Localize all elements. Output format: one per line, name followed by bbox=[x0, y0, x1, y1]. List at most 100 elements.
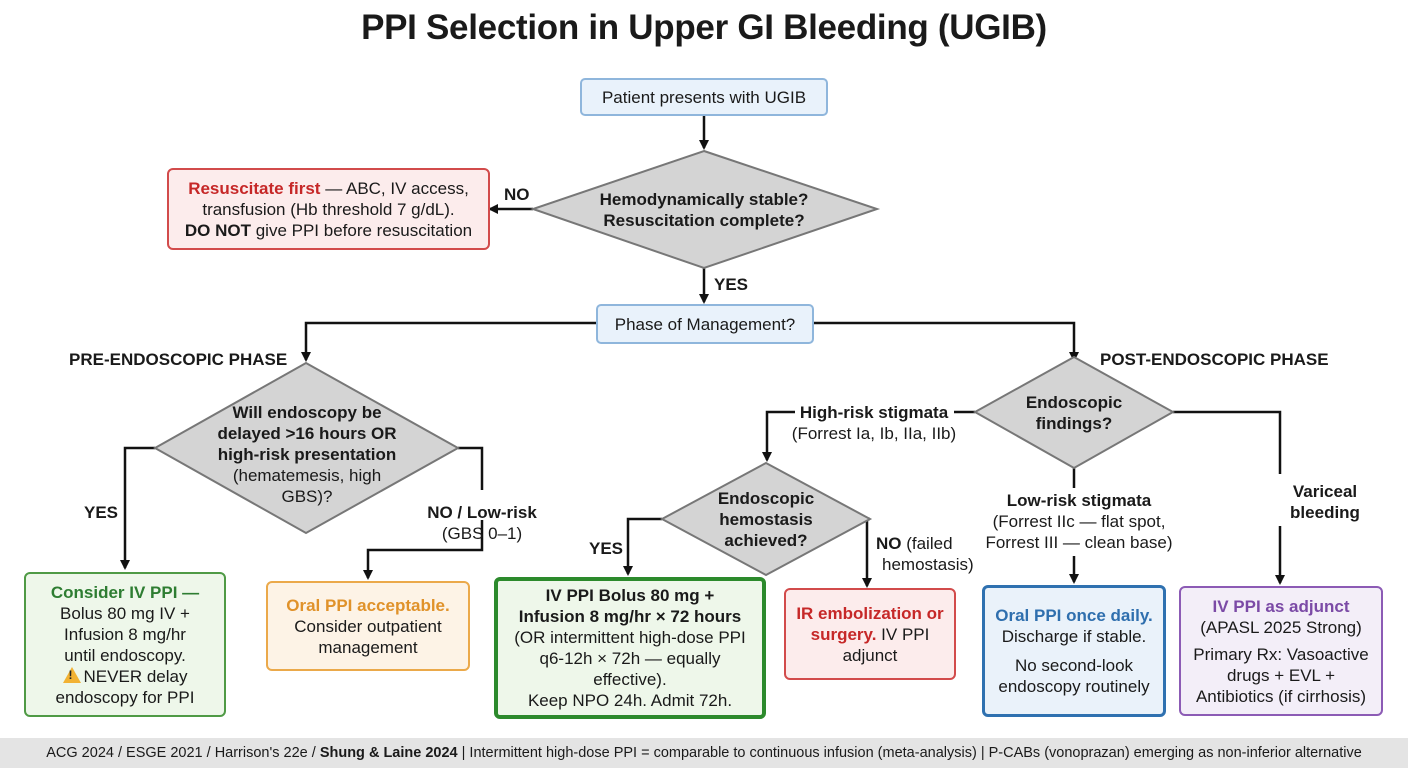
hemostasis-yes-label: YES bbox=[589, 539, 624, 558]
oral-daily-line2: Discharge if stable. bbox=[1001, 627, 1147, 646]
resuscitate-do-not: DO NOT bbox=[184, 220, 251, 240]
variceal-adjunct-box: IV PPI as adjunct (APASL 2025 Strong) Pr… bbox=[1179, 586, 1383, 716]
no-label: NO bbox=[504, 185, 530, 204]
references-footer: ACG 2024 / ESGE 2021 / Harrison's 22e / … bbox=[0, 738, 1408, 768]
resuscitate-line2: transfusion (Hb threshold 7 g/dL). bbox=[202, 199, 455, 219]
variceal-box-line3: Primary Rx: Vasoactive bbox=[1193, 644, 1369, 664]
iv-bolus-line2: Infusion 8 mg/hr × 72 hours bbox=[518, 607, 742, 626]
page-title: PPI Selection in Upper GI Bleeding (UGIB… bbox=[361, 8, 1047, 47]
iv-bolus-line3: (OR intermittent high-dose PPI bbox=[514, 628, 746, 647]
footer-part3: | Intermittent high-dose PPI = comparabl… bbox=[457, 745, 1362, 761]
start-node: Patient presents with UGIB bbox=[580, 78, 828, 116]
iv-bolus-line1: IV PPI Bolus 80 mg + bbox=[545, 586, 715, 605]
arrow-delay-no-b bbox=[363, 520, 484, 580]
no-low-risk-line1: NO / Low-risk bbox=[427, 503, 537, 522]
footer-part1: ACG 2024 / ESGE 2021 / Harrison's 22e / bbox=[46, 745, 320, 761]
oral-ok-lead: Oral PPI acceptable. bbox=[286, 595, 450, 615]
consider-iv-ppi-line4: until endoscopy. bbox=[64, 645, 186, 665]
resuscitate-line1: Resuscitate first — ABC, IV access, bbox=[188, 178, 469, 199]
delay-line2: delayed >16 hours OR bbox=[217, 423, 397, 443]
delay-yes-label: YES bbox=[84, 503, 119, 522]
oral-daily-line3: No second-look bbox=[1014, 656, 1134, 675]
post-endoscopic-label: POST-ENDOSCOPIC PHASE bbox=[1100, 350, 1329, 369]
ir-embolization-box: IR embolization or surgery. IV PPI adjun… bbox=[784, 588, 956, 680]
yes-label: YES bbox=[714, 275, 749, 294]
diamond-delay bbox=[152, 361, 461, 535]
hemostasis-no-rest: (failed bbox=[901, 534, 953, 553]
variceal-box-line2: (APASL 2025 Strong) bbox=[1200, 617, 1362, 637]
arrow-findings-high-b bbox=[762, 410, 795, 462]
iv-bolus-line5: effective). bbox=[593, 670, 667, 689]
iv-bolus-line6: Keep NPO 24h. Admit 72h. bbox=[527, 691, 733, 710]
no-low-risk-line2: (GBS 0–1) bbox=[441, 524, 523, 543]
hemostasis-line2: hemostasis bbox=[719, 509, 813, 529]
high-risk-line1: High-risk stigmata bbox=[799, 403, 949, 422]
phase-node: Phase of Management? bbox=[596, 304, 814, 344]
resuscitate-line3-rest: give PPI before resuscitation bbox=[250, 220, 473, 240]
footer-part2: Shung & Laine 2024 bbox=[319, 745, 458, 761]
ir-lead2: surgery. bbox=[810, 624, 877, 644]
variceal-box-lead: IV PPI as adjunct bbox=[1212, 596, 1350, 616]
delay-line1: Will endoscopy be bbox=[232, 402, 382, 422]
consider-iv-ppi-line5: NEVER delay bbox=[62, 666, 188, 687]
delay-question: Will endoscopy be delayed >16 hours OR h… bbox=[198, 400, 416, 508]
findings-line1: Endoscopic bbox=[1025, 393, 1123, 412]
variceal-label: Variceal bleeding bbox=[1276, 481, 1374, 523]
consider-iv-ppi-never: NEVER delay bbox=[83, 666, 188, 686]
stable-question-line2: Resuscitation complete? bbox=[603, 211, 805, 230]
hemostasis-no-line2: hemostasis) bbox=[882, 555, 974, 574]
oral-daily-lead: Oral PPI once daily. bbox=[995, 606, 1153, 625]
low-risk-label: Low-risk stigmata (Forrest IIc — flat sp… bbox=[978, 490, 1180, 553]
consider-iv-ppi-line6: endoscopy for PPI bbox=[55, 687, 195, 707]
iv-bolus-line4: q6-12h × 72h — equally bbox=[539, 649, 721, 668]
diamond-findings bbox=[972, 355, 1176, 470]
delay-line5: GBS)? bbox=[281, 486, 333, 506]
hemostasis-question: Endoscopic hemostasis achieved? bbox=[700, 487, 832, 551]
arrow-phase-to-post bbox=[814, 321, 1079, 362]
findings-question: Endoscopic findings? bbox=[1000, 392, 1148, 434]
hemostasis-no-bold: NO bbox=[876, 534, 902, 553]
consider-iv-ppi-box: Consider IV PPI — Bolus 80 mg IV + Infus… bbox=[24, 572, 226, 717]
hemostasis-no-line1: NO (failed bbox=[876, 533, 980, 554]
resuscitate-lead: Resuscitate first bbox=[188, 178, 321, 198]
oral-ok-line2: Consider outpatient bbox=[294, 616, 442, 636]
variceal-box-line5: Antibiotics (if cirrhosis) bbox=[1195, 686, 1367, 706]
high-risk-label: High-risk stigmata (Forrest Ia, Ib, IIa,… bbox=[774, 402, 974, 444]
consider-iv-ppi-line2: Bolus 80 mg IV + bbox=[60, 603, 190, 623]
variceal-line1: Variceal bbox=[1292, 482, 1358, 501]
resuscitate-line3: DO NOT give PPI before resuscitation bbox=[185, 220, 472, 241]
arrow-hemo-yes bbox=[623, 517, 662, 576]
pre-endoscopic-label: PRE-ENDOSCOPIC PHASE bbox=[69, 350, 288, 369]
start-label: Patient presents with UGIB bbox=[601, 87, 807, 107]
iv-ppi-bolus-box: IV PPI Bolus 80 mg + Infusion 8 mg/hr × … bbox=[494, 577, 766, 719]
oral-ok-line3: management bbox=[318, 637, 418, 657]
consider-iv-ppi-lead: Consider IV PPI — bbox=[50, 582, 200, 602]
delay-line3: high-risk presentation bbox=[217, 444, 397, 464]
arrow-findings-variceal-a bbox=[1173, 410, 1282, 474]
consider-iv-ppi-line3: Infusion 8 mg/hr bbox=[64, 624, 186, 644]
ir-lead1: IR embolization or bbox=[796, 603, 944, 623]
arrow-delay-yes bbox=[120, 446, 155, 570]
hemostasis-line3: achieved? bbox=[724, 530, 808, 550]
arrow-hemo-no bbox=[862, 517, 872, 588]
high-risk-line2: (Forrest Ia, Ib, IIa, IIb) bbox=[791, 424, 957, 443]
hemostasis-line1: Endoscopic bbox=[717, 488, 815, 508]
low-risk-line3: Forrest III — clean base) bbox=[985, 533, 1173, 552]
variceal-box-line4: drugs + EVL + bbox=[1226, 665, 1336, 685]
delay-line4: (hematemesis, high bbox=[232, 465, 382, 485]
low-risk-line1: Low-risk stigmata bbox=[1006, 491, 1152, 510]
oral-ppi-daily-box: Oral PPI once daily. Discharge if stable… bbox=[982, 585, 1166, 717]
ir-line2-rest: IV PPI bbox=[876, 624, 930, 644]
diamond-hemostasis bbox=[659, 461, 873, 577]
diamond-stable bbox=[529, 149, 881, 270]
oral-ppi-acceptable-box: Oral PPI acceptable. Consider outpatient… bbox=[266, 581, 470, 671]
no-low-risk-label: NO / Low-risk (GBS 0–1) bbox=[418, 502, 546, 544]
warning-triangle-icon bbox=[62, 666, 81, 683]
ir-line3: adjunct bbox=[842, 645, 898, 665]
phase-label: Phase of Management? bbox=[614, 314, 796, 334]
ir-line2: surgery. IV PPI bbox=[811, 624, 930, 645]
low-risk-line2: (Forrest IIc — flat spot, bbox=[992, 512, 1166, 531]
resuscitate-line1-rest: — ABC, IV access, bbox=[320, 178, 469, 198]
hemostasis-no-label: NO (failed hemostasis) bbox=[876, 533, 980, 575]
